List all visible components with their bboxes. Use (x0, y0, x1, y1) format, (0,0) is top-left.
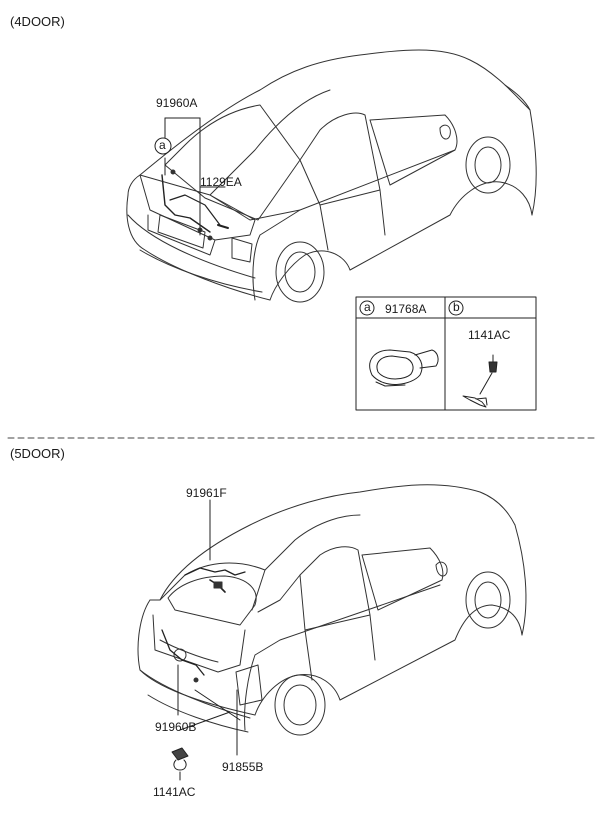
callout-91961F: 91961F (186, 486, 227, 500)
callout-1129EA: 1129EA (200, 175, 242, 189)
inset-marker-a: a (364, 300, 371, 314)
inset-box (355, 296, 537, 411)
section-title-5door: (5DOOR) (10, 446, 65, 461)
callout-91960A: 91960A (156, 96, 198, 110)
callout-91960B: 91960B (155, 720, 197, 734)
hatchback-illustration (137, 484, 527, 736)
bolt-1141AC-bottom (171, 747, 189, 781)
grommet-91768A (369, 349, 439, 387)
inset-part-91768A: 91768A (385, 302, 427, 316)
leaders-5door (177, 499, 241, 756)
bolt-1141AC-inset (462, 354, 498, 408)
inset-marker-b: b (453, 300, 460, 314)
leader-91960A (164, 117, 226, 236)
marker-a-circle (154, 137, 172, 155)
inset-part-1141AC: 1141AC (468, 328, 511, 342)
section-title-4door: (4DOOR) (10, 14, 65, 29)
marker-a-label: a (159, 138, 166, 152)
callout-1141AC-bottom: 1141AC (153, 785, 196, 799)
sedan-illustration (126, 49, 537, 303)
callout-91855B: 91855B (222, 760, 264, 774)
